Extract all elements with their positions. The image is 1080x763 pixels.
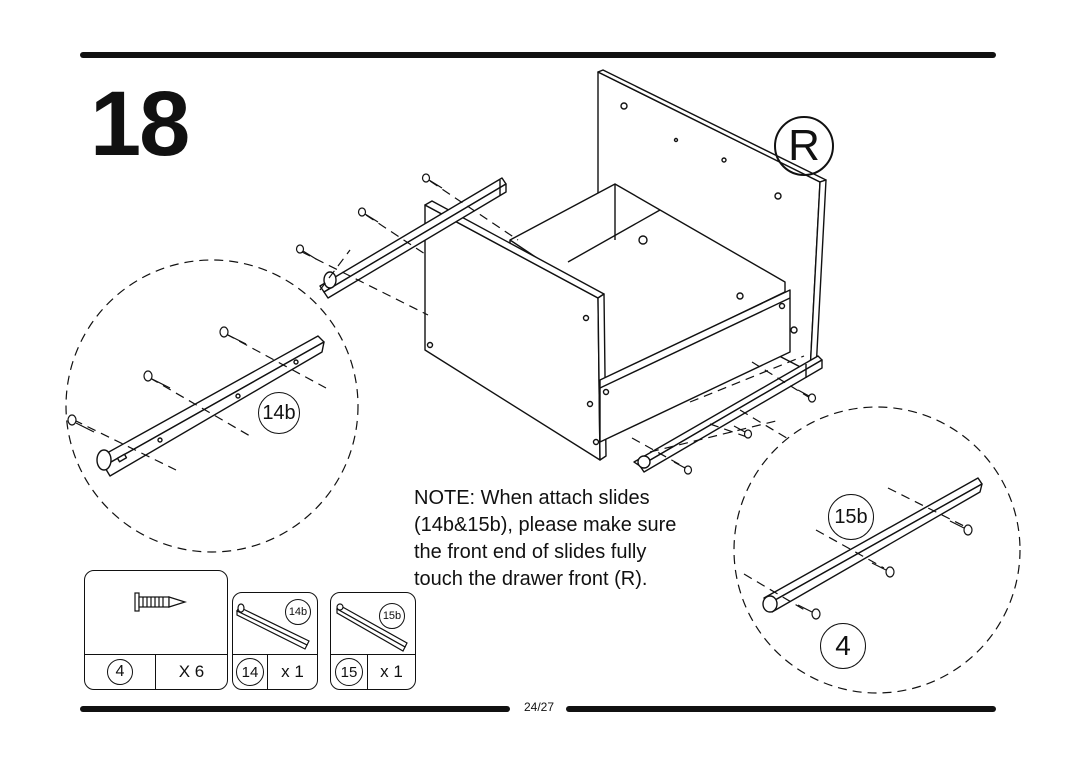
assembly-note: NOTE: When attach slides (14b&15b), plea…: [414, 487, 677, 590]
screw: [357, 207, 379, 223]
part-id-cell: 4: [85, 654, 156, 689]
part-id-14: 14: [236, 658, 264, 686]
right-slide-main: [633, 355, 823, 473]
screw: [673, 461, 693, 475]
part-id-4: 4: [107, 659, 133, 685]
callout-15b: 15b: [828, 494, 874, 540]
part-quantity: X 6: [156, 654, 227, 689]
left-detail-view: [65, 259, 359, 553]
part-tag-15b: 15b: [379, 603, 405, 629]
right-detail-view: [733, 406, 1021, 694]
callout-screw-4: 4: [820, 623, 866, 669]
bottom-rule-left: [80, 706, 510, 712]
top-rule: [80, 52, 996, 58]
step-number: 18: [90, 73, 190, 175]
bottom-rule-right: [566, 706, 996, 712]
screw: [421, 173, 443, 189]
page-number: 24/27: [512, 700, 566, 714]
part-quantity: x 1: [368, 654, 415, 689]
part-quantity: x 1: [268, 654, 317, 689]
screw: [295, 244, 317, 260]
drawer-slide-icon: [236, 603, 310, 650]
drawer-slide-icon: [336, 603, 408, 652]
drawer-front-rail: [599, 289, 791, 443]
part-id-cell: 15: [331, 654, 368, 689]
screw: [797, 389, 817, 403]
screw-icon: [134, 592, 188, 612]
callout-14b: 14b: [258, 392, 300, 434]
screw: [733, 425, 753, 439]
drawer-front-label-r: R: [774, 116, 834, 176]
part-id-cell: 14: [233, 654, 268, 689]
part-box-slide-15: 15b 15 x 1: [330, 592, 416, 690]
part-box-slide-14: 14b 14 x 1: [232, 592, 318, 690]
part-box-screw: 4 X 6: [84, 570, 228, 690]
left-slide-main: [319, 177, 507, 299]
part-tag-14b: 14b: [285, 599, 311, 625]
part-id-15: 15: [335, 658, 363, 686]
